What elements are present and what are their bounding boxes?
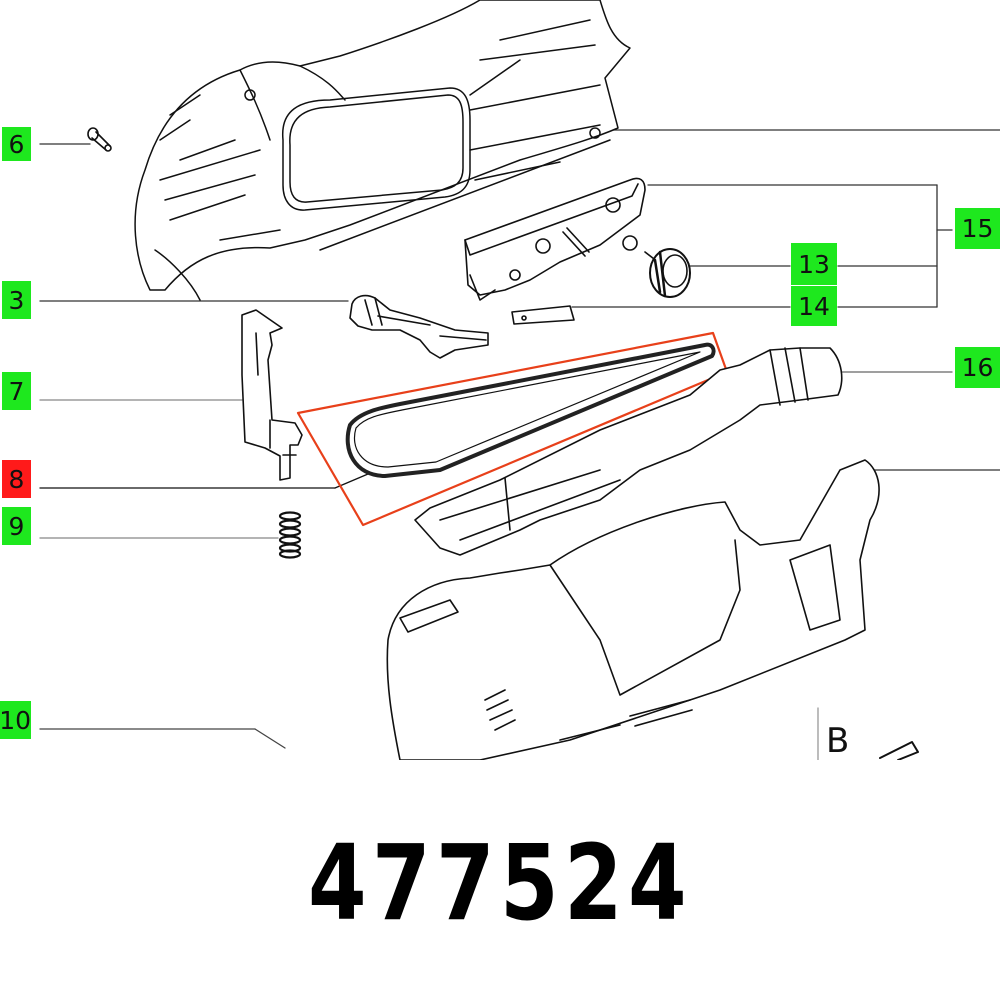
leader-lines (39, 129, 1000, 760)
belt-cover-part (414, 347, 843, 556)
spring-clip-part (511, 305, 575, 325)
callout-13[interactable]: 13 (791, 243, 837, 285)
callout-8-selected[interactable]: 8 (2, 460, 31, 498)
part-number: 477524 (308, 822, 692, 944)
callout-6[interactable]: 6 (2, 127, 31, 161)
callout-10[interactable]: 10 (0, 701, 31, 739)
callout-3[interactable]: 3 (2, 281, 31, 319)
screw-part (87, 127, 112, 152)
callout-14[interactable]: 14 (791, 286, 837, 326)
callout-16[interactable]: 16 (955, 347, 1000, 388)
bracket-part (241, 309, 303, 481)
adjustment-knob-part (644, 248, 691, 298)
spring-part (278, 511, 302, 559)
switch-carrier-part (464, 177, 646, 301)
callout-7[interactable]: 7 (2, 372, 31, 410)
callout-9[interactable]: 9 (2, 507, 31, 545)
callout-15[interactable]: 15 (955, 208, 1000, 249)
motor-housing-part (386, 459, 880, 760)
section-marker: B (826, 721, 849, 760)
exploded-parts-diagram: B (39, 0, 1000, 760)
upper-housing-shell (134, 0, 631, 301)
switch-lever-part (349, 294, 489, 359)
